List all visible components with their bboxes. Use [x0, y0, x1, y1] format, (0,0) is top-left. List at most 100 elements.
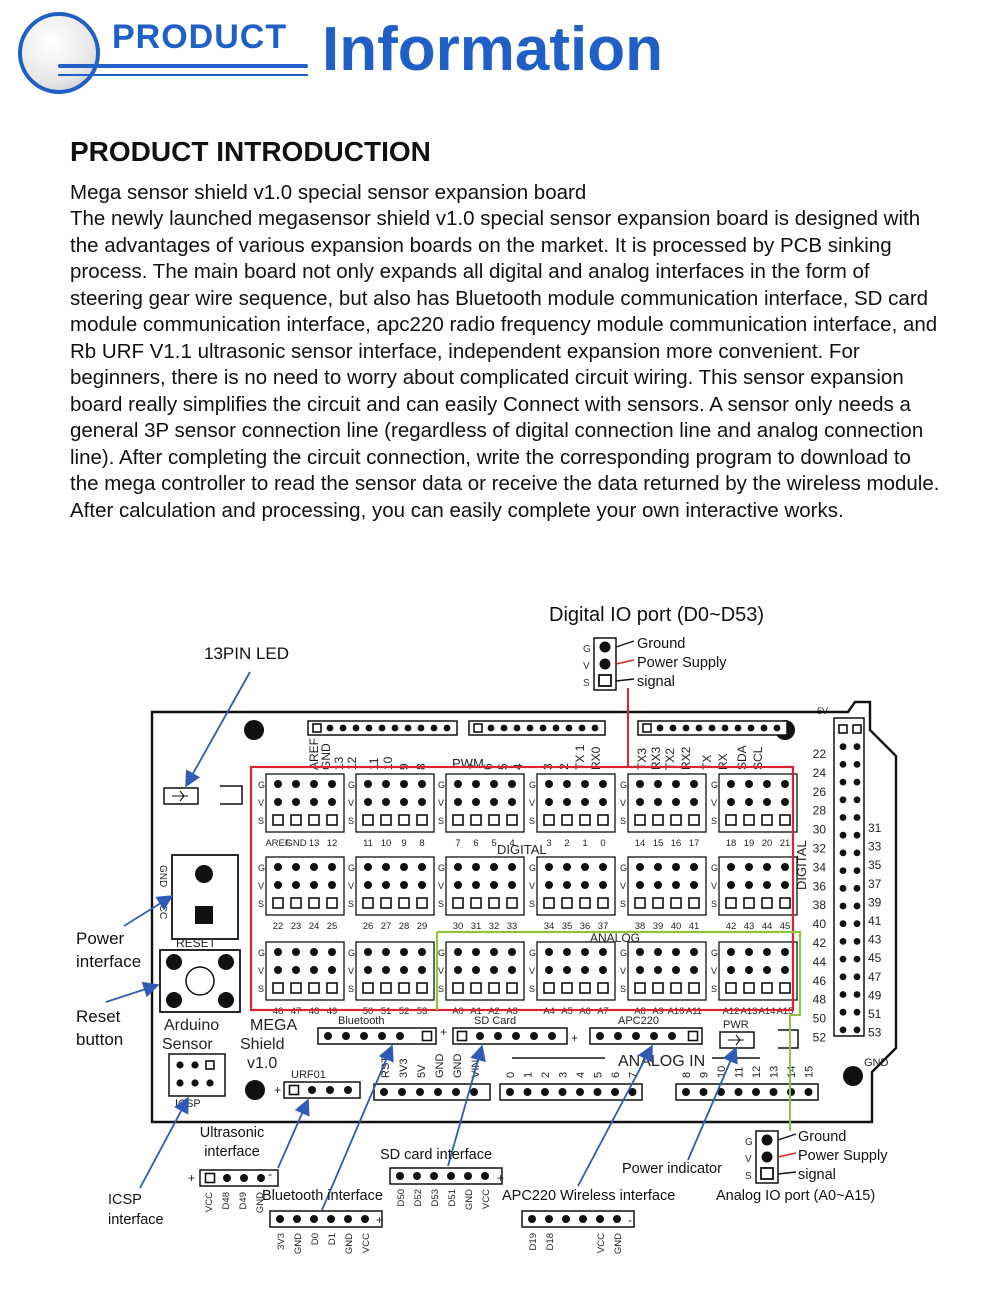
analog-block-square [452, 982, 464, 994]
digital-block-row3-pin [418, 948, 426, 956]
callout-sd-card-interface: SD card interface [380, 1147, 493, 1163]
apc-pin-label: GND [613, 1233, 624, 1254]
right-header-pin [839, 796, 847, 804]
digital-block-row3-pin [400, 966, 408, 974]
ultrasonic-strip-pin [204, 1172, 216, 1184]
digital-block-row1-pin [274, 780, 282, 788]
ultrasonic-minus: - [268, 1167, 272, 1181]
bluetooth-pin-label: D1 [327, 1233, 338, 1245]
analog-in-pin [628, 1088, 637, 1096]
digital-block-row1-g: G [348, 780, 355, 790]
right-header-pin [852, 724, 862, 734]
digital-center-label: DIGITAL [497, 842, 547, 857]
top-header-right-pin [734, 724, 742, 732]
right-header-pin [853, 884, 861, 892]
led-resistor [220, 785, 243, 805]
digital-block-row2-v: V [711, 881, 717, 891]
right-header-pin [839, 849, 847, 857]
reset-button-leg [218, 954, 234, 970]
digital-block-row2-pin [727, 881, 735, 889]
bluetooth-pin-label: GND [344, 1233, 355, 1254]
digital-block-row2-pin [636, 881, 644, 889]
digital-legend-connector-pin [599, 641, 611, 653]
analog-block-pin [563, 966, 571, 974]
intro-subtitle: Mega sensor shield v1.0 special sensor e… [70, 181, 587, 204]
power-gnd-label: GND [157, 865, 168, 887]
digital-block-row1-square [597, 814, 609, 826]
digital-block-row1-pin [654, 780, 662, 788]
analog-block-pin [636, 948, 644, 956]
arrow-sd-card [447, 1044, 486, 1167]
digital-block-row2-label: 42 [726, 921, 737, 932]
pwm-label: PWM [452, 756, 484, 771]
right-header-pin [839, 955, 847, 963]
analog-block-pin [781, 948, 789, 956]
digital-block-row3-pin [274, 966, 282, 974]
analog-block-pin [763, 948, 771, 956]
sd-strip-plus: + [497, 1171, 504, 1185]
side-label-left: 42 [813, 936, 827, 950]
digital-block-row2-pin [690, 863, 698, 871]
digital-block-row2-pin [274, 863, 282, 871]
digital-block-row2-s: S [711, 899, 717, 909]
board-sd-header [452, 1027, 568, 1045]
sd-pin [494, 1032, 502, 1040]
apc-pin [596, 1032, 604, 1040]
side-label-right: 41 [868, 914, 882, 928]
digital-block-row1-v: V [620, 798, 626, 808]
digital-side-label: DIGITAL [794, 840, 809, 890]
urf01-pin [308, 1086, 316, 1094]
power-row-label: GND [434, 1054, 446, 1079]
digital-block-row2-pin [454, 863, 462, 871]
analog-in-header-left [499, 1083, 643, 1101]
digital-block-row1-g: G [620, 780, 627, 790]
top-header-label: SCL [751, 746, 765, 770]
analog-in-pin-label: 3 [558, 1072, 570, 1078]
analog-block-pin [581, 948, 589, 956]
analog-in-pin-label: 5 [593, 1072, 605, 1078]
reset-button-leg [218, 992, 234, 1008]
digital-block-row2-square [597, 897, 609, 909]
digital-block-row1-square [543, 814, 555, 826]
digital-block-row1-pin [292, 798, 300, 806]
top-header-left-pin [312, 723, 322, 733]
digital-block-row2-label: 39 [653, 921, 664, 932]
top-header-right-pin [695, 724, 703, 732]
digital-block-row2-pin [781, 881, 789, 889]
digital-block-row1-pin [690, 780, 698, 788]
top-header-right-pin [747, 724, 755, 732]
digital-block-row2-square [543, 897, 555, 909]
digital-block-row2-v: V [529, 881, 535, 891]
bluetooth-pin-label: 3V3 [276, 1233, 287, 1250]
digital-block-row2-square [779, 897, 791, 909]
digital-block-row1-label: 7 [455, 838, 460, 849]
digital-block-row2-v: V [258, 881, 264, 891]
analog-port-title: Analog IO port (A0~A15) [716, 1188, 876, 1204]
digital-block-row1-pin [310, 798, 318, 806]
digital-block-row1-label: 17 [689, 838, 700, 849]
analog-in-pin [558, 1088, 567, 1096]
right-header-pin [839, 920, 847, 928]
analog-block-pin [508, 948, 516, 956]
digital-block-row2-g: G [711, 863, 718, 873]
digital-block-row2-pin [472, 863, 480, 871]
digital-block-row2-pin [581, 863, 589, 871]
top-header-right-pin [642, 723, 652, 733]
analog-in-pin [804, 1088, 813, 1096]
apc-strip [521, 1210, 635, 1228]
bluetooth-pin-label: D0 [310, 1233, 321, 1245]
analog-block-label: A13 [741, 1006, 758, 1017]
side-label-right: 51 [868, 1007, 882, 1021]
right-header-pin [839, 1026, 847, 1034]
top-header-label: TX3 [635, 748, 649, 770]
digital-legend-connector-square [598, 674, 612, 687]
digital-block-row1-s: S [620, 816, 626, 826]
digital-block-row2-pin [727, 863, 735, 871]
board-bluetooth-header [317, 1027, 437, 1045]
top-header-label: RX3 [649, 746, 663, 770]
analog-block-s: S [711, 984, 717, 994]
digital-block-row1-pin [508, 780, 516, 788]
analog-in-pin [506, 1088, 514, 1096]
digital-block-row2-pin [364, 863, 372, 871]
digital-block-row1-pin [599, 780, 607, 788]
